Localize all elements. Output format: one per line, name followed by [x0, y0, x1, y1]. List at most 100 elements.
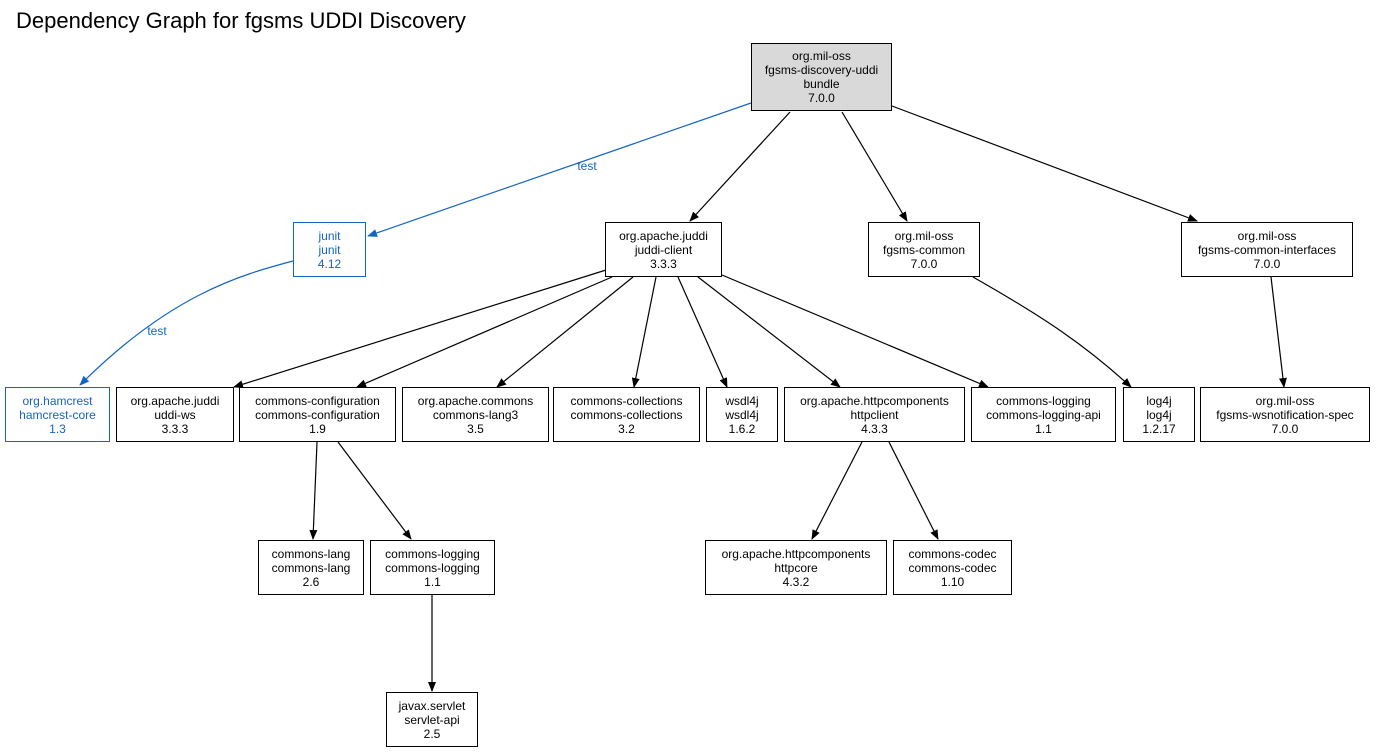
edge-fgsms-common-interfaces-to-wsnotification-spec [1270, 276, 1287, 388]
node-group: junit [318, 228, 341, 243]
node-artifact: commons-collections [570, 407, 683, 422]
edge-commons-configuration-to-commons-logging [337, 441, 412, 540]
node-artifact: commons-logging [385, 560, 480, 575]
node-artifact: commons-lang3 [432, 407, 519, 422]
node-group: org.apache.juddi [619, 228, 708, 243]
node-artifact: uddi-ws [154, 407, 196, 422]
node-group: org.apache.juddi [130, 393, 220, 408]
node-version: 2.5 [423, 726, 441, 741]
edge-root-to-juddi-client [689, 111, 791, 222]
node-group: commons-configuration [255, 393, 380, 408]
node-type: bundle [803, 77, 840, 91]
edge-juddi-client-to-commons-configuration [356, 276, 613, 388]
node-artifact: httpcore [774, 560, 818, 575]
edge-commons-configuration-to-commons-lang [309, 441, 318, 540]
node-version: 3.5 [467, 421, 484, 436]
node-artifact: commons-lang [271, 560, 351, 575]
node-group: commons-lang [271, 546, 351, 561]
node-group: log4j [1146, 393, 1172, 408]
edge-fgsms-common-to-log4j [972, 276, 1132, 388]
edge-juddi-client-to-commons-collections [631, 276, 657, 388]
node-version: 3.3.3 [650, 256, 677, 271]
node-artifact: servlet-api [404, 712, 460, 727]
edge-juddi-client-to-commons-lang3 [496, 276, 634, 388]
node-group: org.mil-oss [1237, 228, 1297, 243]
node-group: commons-logging [996, 393, 1091, 408]
node-group: org.mil-oss [792, 49, 851, 63]
edge-juddi-client-to-httpclient [697, 276, 841, 388]
node-version: 2.6 [302, 574, 320, 589]
edge-root-to-junit [367, 102, 752, 237]
node-artifact: commons-codec [908, 560, 997, 575]
node-version: 4.3.3 [861, 421, 888, 436]
node-version: 1.6.2 [728, 421, 756, 436]
edge-juddi-client-to-commons-logging-api [721, 274, 989, 388]
node-version: 7.0.0 [808, 91, 835, 105]
diagram-title: Dependency Graph for fgsms UDDI Discover… [16, 8, 466, 33]
node-artifact: hamcrest-core [19, 407, 96, 422]
node-version: 7.0.0 [1253, 256, 1281, 271]
edge-scope-label: test [147, 324, 167, 338]
node-group: wsdl4j [725, 393, 759, 408]
node-group: commons-codec [908, 546, 997, 561]
edge-junit-to-hamcrest [79, 260, 294, 386]
node-artifact: juddi-client [634, 242, 693, 257]
node-group: org.mil-oss [894, 228, 954, 243]
node-version: 3.3.3 [161, 421, 189, 436]
node-version: 1.2.17 [1142, 421, 1176, 436]
node-version: 4.3.2 [782, 574, 810, 589]
node-version: 1.9 [309, 421, 326, 436]
node-version: 3.2 [618, 421, 635, 436]
edge-juddi-client-to-wsdl4j [677, 276, 728, 388]
node-group: org.mil-oss [1255, 393, 1315, 408]
node-group: org.apache.commons [417, 393, 534, 408]
edge-root-to-fgsms-common-interfaces [891, 105, 1198, 222]
node-artifact: log4j [1146, 407, 1172, 422]
edge-scope-label: test [577, 159, 597, 173]
node-artifact: fgsms-common-interfaces [1197, 242, 1337, 257]
node-group: org.hamcrest [22, 393, 93, 408]
edge-httpclient-to-commons-codec [888, 441, 939, 540]
node-version: 1.10 [940, 574, 965, 589]
node-artifact: junit [318, 242, 341, 257]
node-group: commons-collections [570, 393, 683, 408]
node-version: 1.1 [1035, 421, 1052, 436]
node-artifact: fgsms-common [882, 242, 965, 257]
node-version: 4.12 [317, 256, 342, 271]
node-artifact: fgsms-discovery-uddi [764, 63, 879, 77]
node-artifact: commons-configuration [255, 407, 380, 422]
node-group: org.apache.httpcomponents [800, 393, 949, 408]
edge-root-to-fgsms-common [841, 111, 908, 222]
node-version: 1.3 [49, 421, 66, 436]
node-group: org.apache.httpcomponents [721, 546, 871, 561]
node-group: javax.servlet [398, 698, 466, 713]
node-version: 1.1 [424, 574, 441, 589]
node-version: 7.0.0 [910, 256, 938, 271]
edge-httpclient-to-httpcore [811, 441, 863, 540]
edge-juddi-client-to-uddi-ws [233, 269, 607, 389]
node-group: commons-logging [385, 546, 480, 561]
node-artifact: wsdl4j [725, 407, 759, 422]
node-artifact: commons-logging-api [986, 407, 1101, 422]
